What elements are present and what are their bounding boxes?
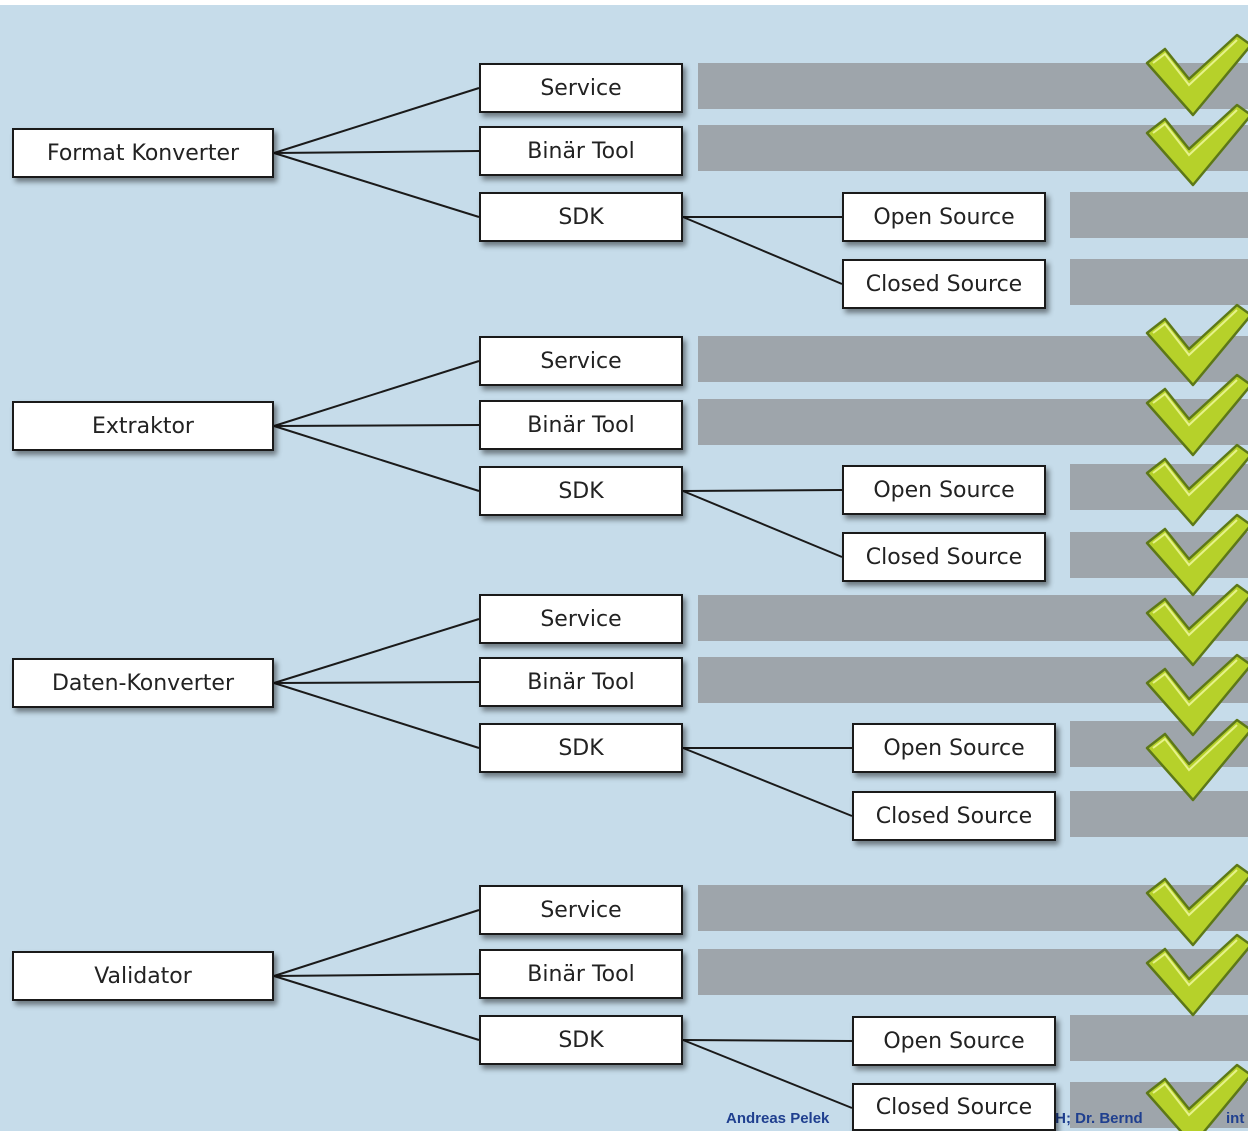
check-mark-icon	[1145, 1063, 1248, 1131]
connector-line	[682, 1039, 853, 1042]
check-mark-icon	[1145, 443, 1248, 527]
connector-line	[273, 152, 480, 218]
check-mark-icon	[1145, 373, 1248, 457]
connector-line	[273, 424, 480, 427]
check-mark-icon	[1145, 718, 1248, 802]
root-node-format-konverter: Format Konverter	[12, 128, 274, 178]
leaf-node-open-source: Open Source	[842, 465, 1046, 515]
row-bar	[1070, 1015, 1248, 1061]
connector-line	[682, 490, 843, 558]
child-node-sdk: SDK	[479, 1015, 683, 1065]
row-bar	[1070, 259, 1248, 305]
root-node-validator: Validator	[12, 951, 274, 1001]
connector-line	[273, 909, 480, 977]
diagram-canvas: Format Konverter Service Binär Tool SDK …	[0, 5, 1248, 1131]
footer-part-1: Andreas Pelek	[726, 1110, 830, 1127]
row-bar	[1070, 791, 1248, 837]
leaf-node-closed-source: Closed Source	[842, 532, 1046, 582]
child-node-sdk: SDK	[479, 192, 683, 242]
leaf-node-open-source: Open Source	[852, 723, 1056, 773]
child-node-binaer-tool: Binär Tool	[479, 400, 683, 450]
connector-line	[273, 618, 480, 684]
connector-line	[273, 360, 480, 427]
footer-part-2: bH; Dr. Bernd	[1046, 1110, 1143, 1127]
connector-line	[273, 975, 480, 1041]
row-bar	[1070, 192, 1248, 238]
check-mark-icon	[1145, 303, 1248, 387]
child-node-service: Service	[479, 336, 683, 386]
check-mark-icon	[1145, 583, 1248, 667]
connector-line	[273, 87, 480, 154]
check-mark-icon	[1145, 33, 1248, 117]
child-node-binaer-tool: Binär Tool	[479, 949, 683, 999]
leaf-node-closed-source: Closed Source	[852, 791, 1056, 841]
leaf-node-open-source: Open Source	[852, 1016, 1056, 1066]
connector-line	[273, 681, 480, 684]
check-marks	[1145, 33, 1248, 1131]
child-node-service: Service	[479, 63, 683, 113]
connector-line	[273, 425, 480, 492]
child-node-service: Service	[479, 594, 683, 644]
connector-line	[682, 1039, 853, 1109]
child-node-sdk: SDK	[479, 466, 683, 516]
check-mark-icon	[1145, 653, 1248, 737]
leaf-node-open-source: Open Source	[842, 192, 1046, 242]
check-mark-icon	[1145, 513, 1248, 597]
connector-line	[273, 150, 480, 154]
root-node-extraktor: Extraktor	[12, 401, 274, 451]
connector-lines	[273, 87, 853, 1109]
child-node-binaer-tool: Binär Tool	[479, 657, 683, 707]
leaf-node-closed-source: Closed Source	[842, 259, 1046, 309]
footer-part-3: int	[1226, 1110, 1245, 1127]
connector-line	[273, 973, 480, 977]
connector-line	[682, 216, 843, 285]
root-node-daten-konverter: Daten-Konverter	[12, 658, 274, 708]
leaf-node-closed-source: Closed Source	[852, 1083, 1056, 1131]
connector-line	[682, 747, 853, 817]
connector-line	[682, 489, 843, 492]
child-node-service: Service	[479, 885, 683, 935]
check-mark-icon	[1145, 103, 1248, 187]
child-node-binaer-tool: Binär Tool	[479, 126, 683, 176]
child-node-sdk: SDK	[479, 723, 683, 773]
check-mark-icon	[1145, 863, 1248, 947]
connector-line	[273, 682, 480, 749]
check-mark-icon	[1145, 933, 1248, 1017]
